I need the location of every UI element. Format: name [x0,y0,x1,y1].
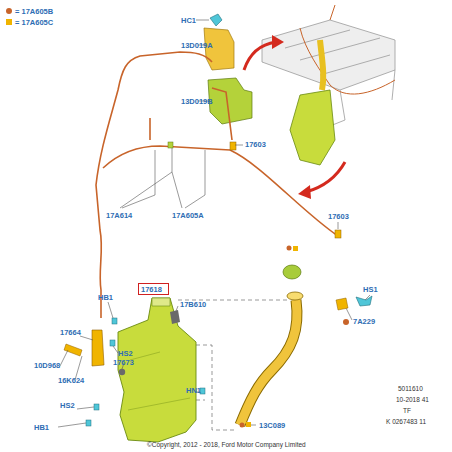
callout-number: 13D019B [181,97,213,106]
legend-dot [6,8,12,14]
legend-text: = 17A605B [15,7,53,16]
callout-number: 17603 [328,212,349,221]
legend-square [6,19,12,25]
callout-number: HS2 [60,401,75,410]
callout-number: HS1 [363,285,378,294]
callout-number: 17664 [60,328,81,337]
callout-number: HS2 [118,349,133,358]
callout-number: HN1 [186,386,201,395]
callout-number: HB1 [34,423,49,432]
callout-number: 17B610 [180,300,206,309]
highlighted-part-box: 17618 [138,283,169,295]
callout-number: 7A229 [353,317,375,326]
drawing-ref: 5011610 [398,385,423,393]
drawing-ref: 10-2018 41 [396,396,429,404]
legend-text: = 17A605C [15,18,53,27]
drawing-ref: K 0267483 11 [386,418,426,426]
callout-number: 13C089 [259,421,285,430]
callout-number: 17673 [113,358,134,367]
callout-number: 16K624 [58,376,84,385]
callout-number: 10D968 [34,361,60,370]
callout-number: 17603 [245,140,266,149]
callout-number: 13D019A [181,41,213,50]
drawing-ref: TF [403,407,411,415]
part-number: 17618 [141,285,167,294]
callout-number: HB1 [98,293,113,302]
callout-number: HC1 [181,16,196,25]
callout-number: 17A614 [106,211,132,220]
callout-number: 17A605A [172,211,204,220]
copyright-caption: ©Copyright, 2012 - 2018, Ford Motor Comp… [147,441,306,449]
